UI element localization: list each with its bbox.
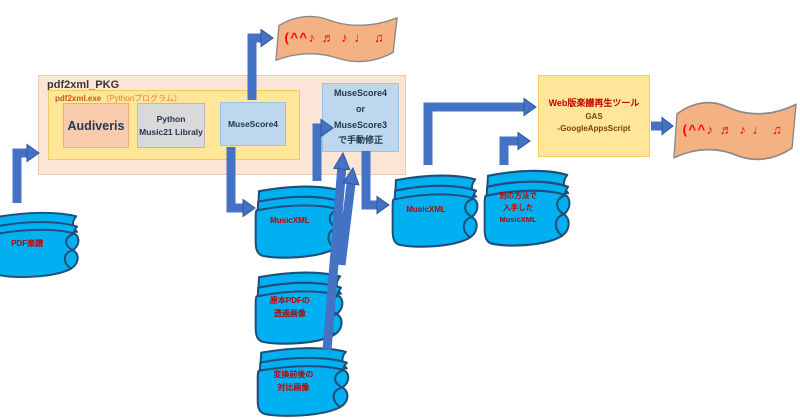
- arrowhead: [523, 97, 537, 117]
- doc-pdf-score-label: PDF楽譜: [11, 239, 44, 249]
- arrowhead: [260, 28, 274, 48]
- edit-label-line1: MuseScore4: [333, 88, 388, 98]
- pdf2xml-exe-label: pdf2xml.exe（Pythonプログラム）: [55, 94, 182, 103]
- doc-musicxml-output-label: MusicXML: [270, 216, 310, 226]
- music-banner-top: (^^♪ ♬ ♪ ♩ ♫: [273, 12, 401, 66]
- python-label-line2: Music21 Libraly: [139, 126, 203, 137]
- doc-transparent-image: 原本PDFの 透過画像: [254, 265, 346, 347]
- edit-label-line3: MuseScore3: [333, 119, 388, 130]
- doc-musicxml-output: MusicXML: [254, 179, 346, 261]
- doc-pdf-score: PDF楽譜: [0, 206, 82, 280]
- doc-musicxml-fixed-label: MusicXML: [406, 205, 446, 215]
- edit-label-line2: or: [356, 103, 365, 114]
- python-music21-node: Python Music21 Libraly: [137, 103, 205, 148]
- doc-transparent-label-line1: 原本PDFの: [269, 295, 310, 305]
- doc-compare-label-line2: 対比画像: [277, 382, 310, 392]
- music-notes-right: (^^♪ ♬ ♪ ♩ ♫: [682, 122, 784, 138]
- arrowhead: [517, 131, 531, 151]
- python-label-line1: Python: [156, 114, 186, 125]
- musescore4-node: MuseScore4: [220, 102, 286, 146]
- web-label-line3: -GoogleAppsScript: [557, 123, 631, 133]
- doc-musicxml-other: 別の方法で 入手した MusicXML: [483, 163, 573, 249]
- arrow-other-to-web: [499, 136, 518, 165]
- web-player-node: Web版楽譜再生ツール GAS -GoogleAppsScript: [538, 75, 650, 157]
- audiveris-label: Audiveris: [67, 118, 125, 133]
- doc-other-label-line1: 別の方法で: [499, 191, 537, 201]
- doc-compare-label-line1: 変換前後の: [273, 369, 314, 379]
- edit-label-line4: で手動修正: [337, 135, 383, 146]
- doc-compare-image: 変換前後の 対比画像: [256, 341, 352, 419]
- doc-musicxml-fixed: MusicXML: [391, 168, 481, 250]
- music-notes-top: (^^♪ ♬ ♪ ♩ ♫: [284, 30, 386, 46]
- web-label-line2: GAS: [585, 111, 603, 121]
- arrowhead: [376, 195, 390, 215]
- music-banner-right: (^^♪ ♬ ♪ ♩ ♫: [671, 97, 800, 165]
- doc-other-label-line2: 入手した: [503, 202, 534, 212]
- musescore4-label: MuseScore4: [227, 118, 279, 129]
- doc-transparent-label-line2: 透過画像: [273, 308, 306, 318]
- arrow-pdfscore-to-pkg: [12, 148, 27, 203]
- audiveris-node: Audiveris: [63, 103, 129, 148]
- web-label-line1: Web版楽譜再生ツール: [548, 98, 640, 109]
- doc-other-label-line3: MusicXML: [499, 214, 537, 224]
- arrow-musicxml-fixed-to-web: [423, 102, 524, 165]
- manual-edit-node: MuseScore4 or MuseScore3 で手動修正: [322, 83, 399, 152]
- pdf2xml-pkg-title: pdf2xml_PKG: [47, 79, 120, 91]
